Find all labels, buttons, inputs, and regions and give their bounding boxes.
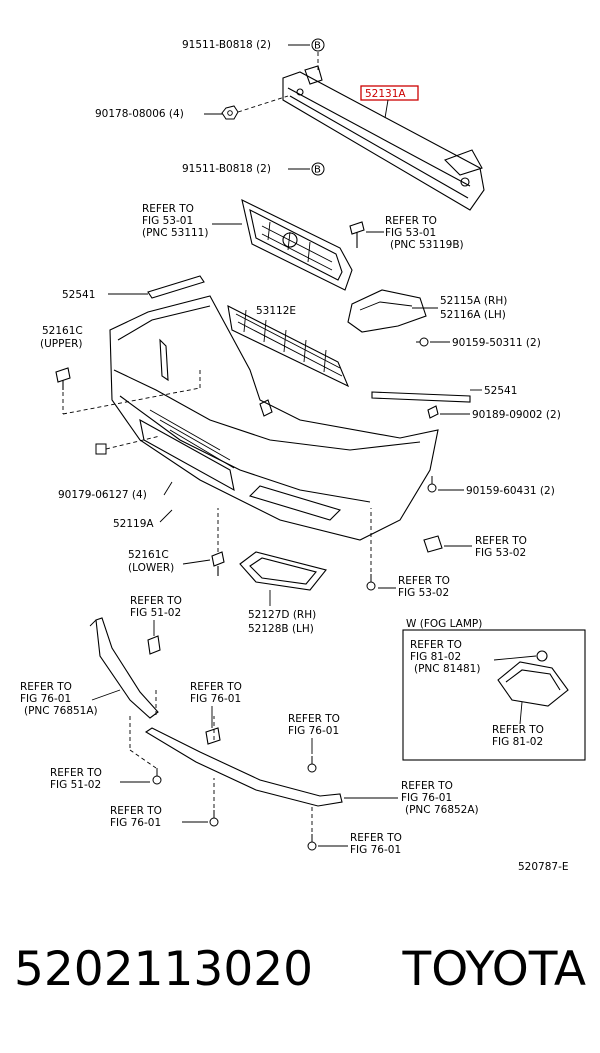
label-ref-7601-a2: FIG 76-01 <box>20 693 71 705</box>
label-molding-r: 52541 <box>484 385 517 397</box>
circle-b-mid: B <box>314 165 321 176</box>
bumper-reinforcement <box>282 65 485 211</box>
label-fog-title: W (FOG LAMP) <box>406 618 482 630</box>
label-grille-ref-2: FIG 53-01 <box>142 215 193 227</box>
label-fog-ref2-2: FIG 81-02 <box>492 736 543 748</box>
label-grille-ref-3: (PNC 53111) <box>142 227 208 239</box>
label-ref-7601-d3: (PNC 76852A) <box>405 804 479 816</box>
label-bracket-rh: 52115A (RH) <box>440 295 507 307</box>
label-ref-7601-e1: REFER TO <box>110 805 162 817</box>
label-molding-l: 52541 <box>62 289 95 301</box>
label-lower-grille: 53112E <box>256 305 296 317</box>
under-spoiler-right <box>144 727 343 807</box>
label-bolt-top: 91511-B0818 (2) <box>182 39 271 51</box>
bumper-cover <box>109 295 439 541</box>
label-ref-7601-d2: FIG 76-01 <box>401 792 452 804</box>
lower-grille <box>227 305 350 388</box>
label-grille-ref-1: REFER TO <box>142 203 194 215</box>
parts-diagram: 91511-B0818 (2) B 90178-08006 (4) 91511-… <box>20 38 586 873</box>
circle-b-top: B <box>314 41 321 52</box>
molding-right <box>371 391 471 403</box>
fog-lamp-inset <box>402 629 586 761</box>
label-nut-b: 90179-06127 (4) <box>58 489 147 501</box>
label-clip-ref-3: (PNC 53119B) <box>390 239 464 251</box>
screw-b-icon <box>427 476 437 493</box>
screw-7601-c-icon <box>307 756 317 773</box>
label-ref-5302-b1: REFER TO <box>398 575 450 587</box>
screw-5102-b-icon <box>152 768 162 785</box>
label-fog-ref1-1: REFER TO <box>410 639 462 651</box>
retainer-upper-icon <box>55 367 71 390</box>
label-ref-7601-f1: REFER TO <box>350 832 402 844</box>
screw-a-icon <box>416 337 429 347</box>
label-ref-7601-d1: REFER TO <box>401 780 453 792</box>
label-ref-7601-c2: FIG 76-01 <box>288 725 339 737</box>
ref-circle-b-icon <box>311 38 325 52</box>
label-clip-ref-2: FIG 53-01 <box>385 227 436 239</box>
label-ref-5302-a2: FIG 53-02 <box>475 547 526 559</box>
label-ref-5302-a1: REFER TO <box>475 535 527 547</box>
fog-bezel <box>239 551 327 591</box>
label-ref-5302-b2: FIG 53-02 <box>398 587 449 599</box>
label-diagram-code: 520787-E <box>518 861 569 873</box>
label-ref-5102-a2: FIG 51-02 <box>130 607 181 619</box>
label-fog-ref1-3: (PNC 81481) <box>414 663 480 675</box>
nut-b-icon <box>95 443 107 455</box>
label-reinforcement: 52131A <box>365 88 406 100</box>
under-spoiler-left <box>89 617 159 719</box>
label-ref-5102-b2: FIG 51-02 <box>50 779 101 791</box>
grille-clip <box>349 221 365 248</box>
label-ref-7601-f2: FIG 76-01 <box>350 844 401 856</box>
clip-b-icon <box>427 405 439 419</box>
label-retainer-lower-1: 52161C <box>128 549 169 561</box>
brand-name: TOYOTA <box>402 942 586 997</box>
part-number: 5202113020 <box>14 942 314 997</box>
label-ref-5102-b1: REFER TO <box>50 767 102 779</box>
label-bracket-lh: 52116A (LH) <box>440 309 506 321</box>
label-ref-7601-b2: FIG 76-01 <box>190 693 241 705</box>
label-ref-7601-b1: REFER TO <box>190 681 242 693</box>
screw-5302-icon <box>366 574 376 591</box>
label-ref-7601-c1: REFER TO <box>288 713 340 725</box>
ref-circle-b-icon-2 <box>311 162 325 176</box>
label-clip-ref-1: REFER TO <box>385 215 437 227</box>
screw-7601-e-icon <box>209 810 219 827</box>
footer: 5202113020 TOYOTA <box>0 930 600 1010</box>
label-ref-7601-a1: REFER TO <box>20 681 72 693</box>
label-fog-ref1-2: FIG 81-02 <box>410 651 461 663</box>
clip-5102-a-icon <box>147 635 161 655</box>
label-bezel-lh: 52128B (LH) <box>248 623 314 635</box>
label-screw-b: 90159-60431 (2) <box>466 485 555 497</box>
label-clip-b: 90189-09002 (2) <box>472 409 561 421</box>
label-bezel-rh: 52127D (RH) <box>248 609 316 621</box>
label-retainer-upper-1: 52161C <box>42 325 83 337</box>
label-ref-7601-e2: FIG 76-01 <box>110 817 161 829</box>
label-fog-ref2-1: REFER TO <box>492 724 544 736</box>
label-ref-7601-a3: (PNC 76851A) <box>24 705 98 717</box>
nut-icon <box>221 105 239 120</box>
label-ref-5102-a1: REFER TO <box>130 595 182 607</box>
highlight-box <box>360 85 419 101</box>
label-cover: 52119A <box>113 518 154 530</box>
retainer-lower-icon <box>211 551 225 576</box>
upper-grille <box>241 198 353 291</box>
molding-left <box>147 275 205 299</box>
label-screw-a: 90159-50311 (2) <box>452 337 541 349</box>
screw-7601-f-icon <box>307 834 317 851</box>
label-retainer-upper-2: (UPPER) <box>40 338 82 350</box>
clip-5302-icon <box>423 535 443 553</box>
label-bolt-mid: 91511-B0818 (2) <box>182 163 271 175</box>
label-retainer-lower-2: (LOWER) <box>128 562 174 574</box>
side-bracket <box>347 289 427 333</box>
clip-7601-b-icon <box>205 727 221 745</box>
label-nut: 90178-08006 (4) <box>95 108 184 120</box>
